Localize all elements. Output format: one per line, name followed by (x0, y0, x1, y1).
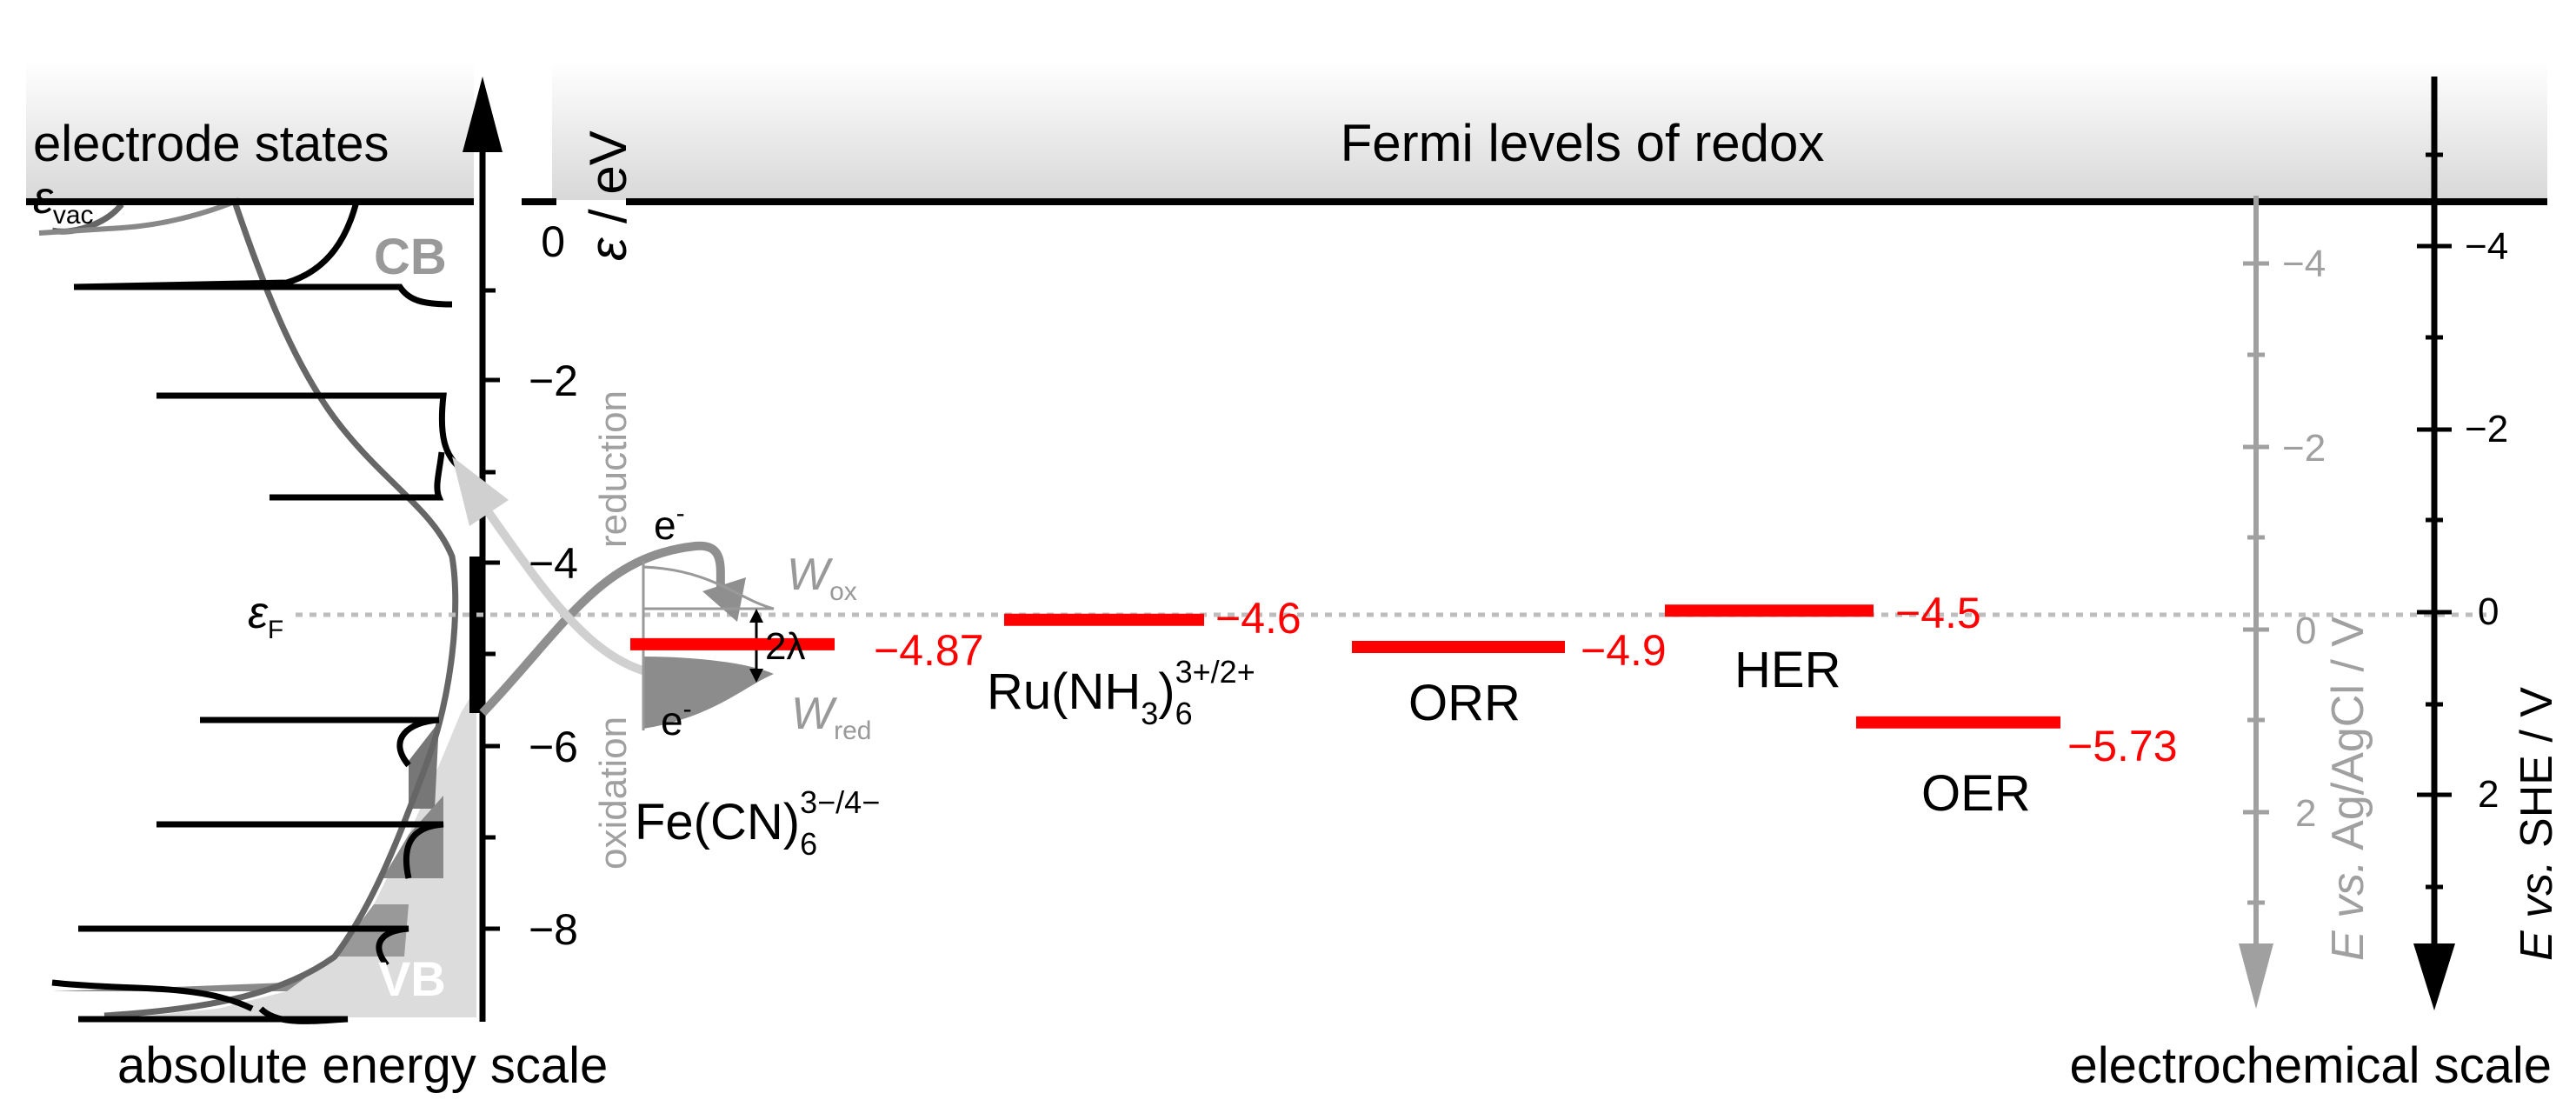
conduction-band-label: CB (374, 229, 447, 285)
fermi-level-label: εF (248, 588, 283, 644)
w-red-distribution (643, 657, 774, 729)
she-tick-label-0: −4 (2465, 225, 2508, 268)
redox-label-ferricyanide: Fe(CN)63−/4− (635, 784, 880, 862)
agagcl-tick-label-1: −2 (2282, 427, 2326, 470)
agagcl-tick-label-0: −4 (2282, 243, 2326, 285)
oxidation-label: oxidation (592, 717, 635, 870)
she-axis-arrowhead (2413, 943, 2455, 1010)
she-axis-title: E vs. SHE / V (2512, 687, 2562, 961)
redox-value-orr: −4.9 (1581, 626, 1667, 675)
header-center-title: Fermi levels of redox (1341, 114, 1825, 172)
she-tick-label-1: −2 (2465, 408, 2508, 450)
agagcl-axis-arrowhead (2239, 943, 2273, 1009)
she-axis-ticks (2417, 152, 2452, 890)
redox-value-oer: −5.73 (2067, 722, 2178, 770)
header-band (26, 61, 2547, 200)
valence-band-label: VB (378, 951, 446, 1006)
abs-tick-label-1: −2 (529, 357, 578, 405)
reduction-label: reduction (592, 390, 635, 548)
abs-tick-label-2: −4 (529, 539, 578, 588)
redox-label-her: HER (1734, 642, 1840, 698)
w-ox-distribution (642, 565, 775, 610)
agagcl-tick-label-2: 0 (2295, 610, 2316, 652)
absolute-energy-axis-ticks (483, 288, 500, 931)
redox-value-her: −4.5 (1895, 589, 1981, 637)
header-left-title: electrode states (33, 116, 389, 172)
absolute-energy-axis-arrowhead (463, 77, 503, 152)
reorganization-label: 2λ (765, 625, 805, 668)
reduction-arrow (479, 541, 726, 717)
she-tick-label-3: 2 (2478, 773, 2499, 816)
footer-left-caption: absolute energy scale (117, 1037, 608, 1094)
she-tick-label-2: 0 (2478, 590, 2499, 633)
footer-right-caption: electrochemical scale (2070, 1037, 2552, 1094)
w-red-label: Wred (791, 689, 871, 745)
redox-label-ruthenium: Ru(NH3)63+/2+ (987, 654, 1255, 731)
oxidation-arrowhead (452, 457, 509, 526)
agagcl-axis-ticks (2243, 261, 2269, 905)
abs-tick-label-3: −6 (529, 723, 578, 771)
dos-peaks (51, 201, 471, 1024)
redox-label-oer: OER (1921, 765, 2031, 822)
agagcl-axis-title: E vs. Ag/AgCl / V (2323, 617, 2373, 961)
w-ox-label: Wox (787, 550, 857, 606)
agagcl-tick-label-3: 2 (2295, 792, 2316, 835)
absolute-axis-title: ε / eV (579, 130, 637, 261)
redox-value-ruthenium: −4.6 (1215, 594, 1301, 643)
vacuum-level-label: εvac (33, 173, 94, 230)
redox-label-orr: ORR (1408, 675, 1521, 731)
reduction-arrowhead (702, 577, 746, 622)
abs-tick-label-0: 0 (541, 217, 565, 266)
abs-tick-label-4: −8 (529, 905, 578, 954)
electron-reduction-label: e- (654, 499, 685, 548)
redox-level-lines (630, 604, 2060, 729)
electron-oxidation-label: e- (661, 695, 692, 743)
redox-value-ferricyanide: −4.87 (874, 626, 984, 675)
